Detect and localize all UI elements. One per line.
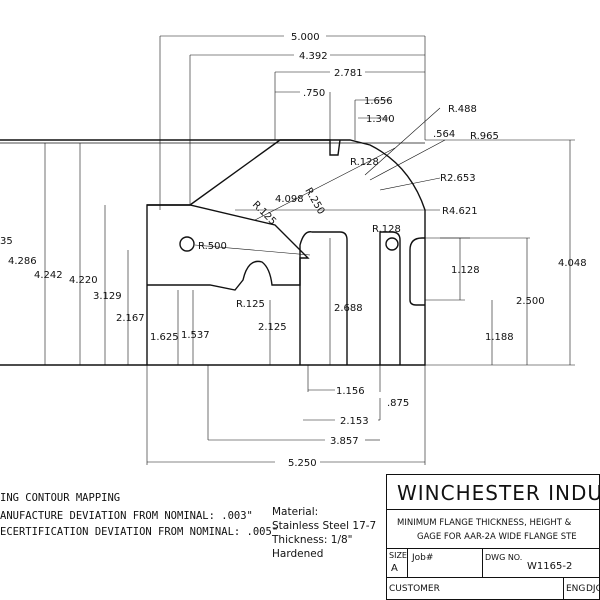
dim-3857: 3.857 xyxy=(330,436,359,447)
right-slot xyxy=(409,237,425,306)
dim-r500: R.500 xyxy=(198,241,227,252)
dim-1128: 1.128 xyxy=(451,265,480,276)
eng-label: ENG xyxy=(566,584,586,594)
dim-r4621: R4.621 xyxy=(442,206,478,217)
dwg-value: W1165-2 xyxy=(527,561,573,572)
note-manufacture-deviation: ANUFACTURE DEVIATION FROM NOMINAL: .003" xyxy=(0,510,253,522)
dim-r128-top: R.128 xyxy=(350,157,379,168)
dwg-label: DWG NO. xyxy=(485,553,523,562)
dim-2153: 2.153 xyxy=(340,416,369,427)
description-cell: MINIMUM FLANGE THICKNESS, HEIGHT & GAGE … xyxy=(386,509,600,549)
dim-5000: 5.000 xyxy=(291,32,320,43)
size-label: SIZE xyxy=(389,551,407,560)
dim-r488: R.488 xyxy=(448,104,477,115)
dim-2781: 2.781 xyxy=(334,68,363,79)
eng-cell: ENG DJC xyxy=(563,577,600,600)
dim-564: .564 xyxy=(433,129,455,140)
dim-1537: 1.537 xyxy=(181,330,210,341)
dim-4392: 4.392 xyxy=(299,51,328,62)
job-label: Job# xyxy=(412,553,434,563)
dim-2125: 2.125 xyxy=(258,322,287,333)
dimension-lines xyxy=(44,35,575,465)
note-contour-mapping: ING CONTOUR MAPPING xyxy=(0,492,121,504)
description-line-1: MINIMUM FLANGE THICKNESS, HEIGHT & xyxy=(397,518,572,528)
dim-r128-right: R.128 xyxy=(372,224,401,235)
dim-r2653: R2.653 xyxy=(440,173,476,184)
material-value: Stainless Steel 17-7 xyxy=(272,520,377,532)
dimension-labels: 5.000 4.392 2.781 .750 1.656 1.340 R.488… xyxy=(0,32,587,469)
dim-750: .750 xyxy=(303,88,325,99)
hole-left xyxy=(179,236,195,252)
customer-label: CUSTOMER xyxy=(389,584,440,594)
dim-3129: 3.129 xyxy=(93,291,122,302)
thickness-value: Thickness: 1/8" xyxy=(272,534,353,546)
dim-4098: 4.098 xyxy=(275,194,304,205)
mid-slot xyxy=(379,231,401,365)
material-label: Material: xyxy=(272,506,319,518)
title-block: WINCHESTER INDUSTRI MINIMUM FLANGE THICK… xyxy=(386,474,600,600)
dim-875: .875 xyxy=(387,398,409,409)
dim-4048: 4.048 xyxy=(558,258,587,269)
dim-2500: 2.500 xyxy=(516,296,545,307)
dim-4242: 4.242 xyxy=(34,270,63,281)
dim-4220: 4.220 xyxy=(69,275,98,286)
job-cell: Job# xyxy=(407,548,483,578)
eng-value: DJC xyxy=(586,584,599,594)
dim-1340: 1.340 xyxy=(366,114,395,125)
dim-2167: 2.167 xyxy=(116,313,145,324)
dim-1188: 1.188 xyxy=(485,332,514,343)
dim-r965: R.965 xyxy=(470,131,499,142)
company-name: WINCHESTER INDUSTRI xyxy=(397,481,600,505)
dim-4286: 4.286 xyxy=(8,256,37,267)
dim-35: 35 xyxy=(0,236,13,247)
size-value: A xyxy=(391,563,398,574)
customer-cell: CUSTOMER xyxy=(386,577,564,600)
hardness-value: Hardened xyxy=(272,548,324,560)
note-recertification-deviation: ECERTIFICATION DEVIATION FROM NOMINAL: .… xyxy=(0,526,279,538)
hole-right xyxy=(385,237,399,251)
dim-r125-upper: R.125 xyxy=(250,199,278,227)
dim-5250: 5.250 xyxy=(288,458,317,469)
company-cell: WINCHESTER INDUSTRI xyxy=(386,474,600,510)
dim-1156: 1.156 xyxy=(336,386,365,397)
dim-r250: R.250 xyxy=(302,186,326,216)
dim-1625: 1.625 xyxy=(150,332,179,343)
part-contour-left xyxy=(146,204,310,365)
dim-2688: 2.688 xyxy=(334,303,363,314)
size-cell: SIZE A xyxy=(386,548,408,578)
dwg-cell: DWG NO. W1165-2 xyxy=(482,548,600,578)
part-outline xyxy=(0,139,426,366)
right-notch xyxy=(299,231,348,365)
description-line-2: GAGE FOR AAR-2A WIDE FLANGE STE xyxy=(417,532,577,542)
dim-1656: 1.656 xyxy=(364,96,393,107)
material-block: Material: Stainless Steel 17-7 Thickness… xyxy=(272,505,376,561)
dim-r125-lower: R.125 xyxy=(236,299,265,310)
